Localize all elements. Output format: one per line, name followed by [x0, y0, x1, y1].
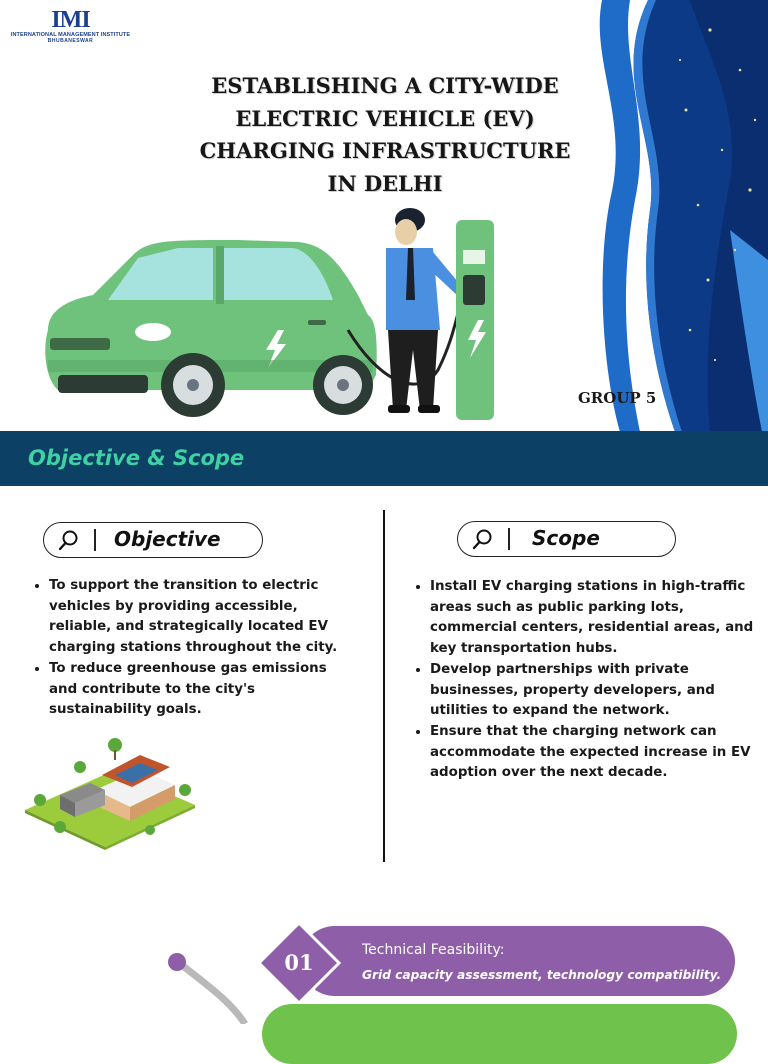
objective-list: To support the transition to electric ve… [31, 576, 359, 721]
step-number-diamond [257, 921, 341, 1005]
objective-label: Objective [114, 527, 221, 551]
pill-separator [508, 528, 510, 550]
search-icon [58, 530, 78, 551]
solar-house-illustration [25, 738, 195, 850]
title-line: ESTABLISHING A CITY-WIDE [211, 73, 559, 98]
list-item: Ensure that the charging network can acc… [430, 722, 765, 784]
logo-institute-name: INTERNATIONAL MANAGEMENT INSTITUTE [10, 32, 131, 38]
connector-curve-graphic [168, 953, 248, 1024]
imi-logo: IMI INTERNATIONAL MANAGEMENT INSTITUTE B… [8, 8, 133, 44]
title-line: IN DELHI [327, 170, 443, 196]
list-item: Develop partnerships with private busine… [430, 660, 765, 722]
page-title: ESTABLISHING A CITY-WIDE ELECTRIC VEHICL… [170, 70, 600, 200]
objective-heading-pill: Objective [43, 522, 263, 558]
charger-station-graphic [456, 220, 494, 420]
car-graphic [45, 240, 377, 417]
search-icon [472, 529, 492, 550]
person-graphic [386, 208, 463, 413]
next-step-pill [262, 1004, 737, 1064]
section-title: Objective & Scope [28, 446, 245, 470]
ev-charging-illustration [45, 208, 494, 420]
list-item: Install EV charging stations in high-tra… [430, 577, 765, 660]
list-item: To support the transition to electric ve… [49, 576, 359, 659]
title-line: ELECTRIC VEHICLE (EV) [235, 105, 535, 131]
title-line: CHARGING INFRASTRUCTURE [199, 138, 571, 163]
section-header-band [0, 431, 768, 486]
step-number: 01 [284, 950, 314, 975]
logo-location: BHUBANESWAR [47, 38, 94, 44]
pill-separator [94, 529, 96, 551]
logo-mark: IMI [51, 7, 90, 33]
scope-label: Scope [532, 526, 600, 550]
step-heading: Technical Feasibility: [362, 942, 505, 958]
decorative-wave-graphic [599, 0, 768, 432]
list-item: To reduce greenhouse gas emissions and c… [49, 659, 359, 721]
step-detail: Grid capacity assessment, technology com… [362, 968, 722, 982]
column-divider [383, 510, 385, 862]
step-pill-technical-feasibility [300, 926, 735, 996]
scope-list: Install EV charging stations in high-tra… [412, 577, 765, 784]
scope-heading-pill: Scope [457, 521, 676, 557]
group-label: GROUP 5 [578, 389, 657, 407]
